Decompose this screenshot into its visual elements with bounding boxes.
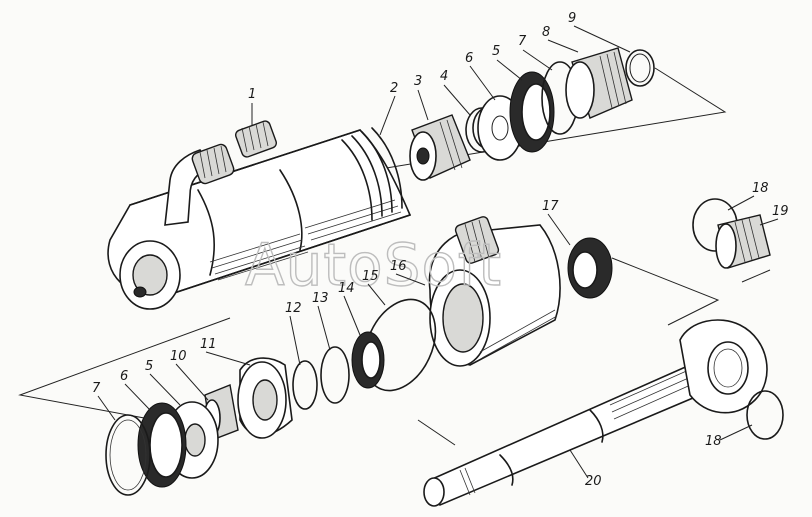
watermark-text: AutoSoft bbox=[245, 231, 502, 299]
part-7-ring-bottom bbox=[105, 414, 151, 496]
part-5-seal-top bbox=[509, 71, 555, 153]
callout-6-bottom: 6 bbox=[120, 369, 128, 384]
callout-13: 13 bbox=[312, 291, 329, 306]
callout-4: 4 bbox=[440, 69, 448, 84]
callout-15: 15 bbox=[362, 269, 379, 284]
callout-17: 17 bbox=[542, 199, 559, 214]
part-20-piston-rod bbox=[423, 319, 768, 507]
callout-3: 3 bbox=[414, 74, 422, 89]
callout-6-top: 6 bbox=[465, 51, 473, 66]
part-9-circlip bbox=[625, 49, 655, 87]
callout-1: 1 bbox=[248, 87, 256, 102]
callout-19: 19 bbox=[772, 204, 789, 219]
callout-16: 16 bbox=[390, 259, 407, 274]
part-17-seal bbox=[567, 237, 613, 299]
callout-5-top: 5 bbox=[492, 44, 500, 59]
callout-20: 20 bbox=[585, 474, 602, 489]
part-19-bushing bbox=[715, 214, 771, 269]
callout-7-bottom: 7 bbox=[92, 381, 101, 396]
callout-8: 8 bbox=[542, 25, 550, 40]
callout-11: 11 bbox=[200, 337, 217, 352]
part-14-seal bbox=[351, 331, 385, 389]
part-16-head-housing bbox=[428, 216, 561, 367]
callout-18-bottom: 18 bbox=[705, 434, 722, 449]
callout-10: 10 bbox=[170, 349, 187, 364]
callout-5-bottom: 5 bbox=[145, 359, 153, 374]
callouts: 1 2 3 4 6 5 7 8 9 17 18 19 16 15 14 13 1… bbox=[92, 11, 789, 489]
part-18-circlip-bottom bbox=[746, 390, 784, 440]
part-8-gland-nut bbox=[565, 47, 633, 119]
part-13-ring bbox=[320, 346, 350, 404]
callout-14: 14 bbox=[338, 281, 355, 296]
cylinder-body bbox=[107, 127, 412, 310]
callout-12: 12 bbox=[285, 301, 302, 316]
leader-lines bbox=[97, 25, 779, 479]
callout-18-top: 18 bbox=[752, 181, 769, 196]
callout-2: 2 bbox=[390, 81, 398, 96]
part-3-piston bbox=[409, 114, 471, 181]
part-1-fitting bbox=[235, 103, 277, 158]
part-12-ring bbox=[292, 360, 318, 410]
part-15-o-ring bbox=[363, 298, 437, 392]
callout-7-top: 7 bbox=[518, 34, 527, 49]
watermark: AutoSoft bbox=[244, 230, 502, 299]
part-11-piston-collar bbox=[237, 357, 293, 439]
callout-9: 9 bbox=[568, 11, 576, 26]
